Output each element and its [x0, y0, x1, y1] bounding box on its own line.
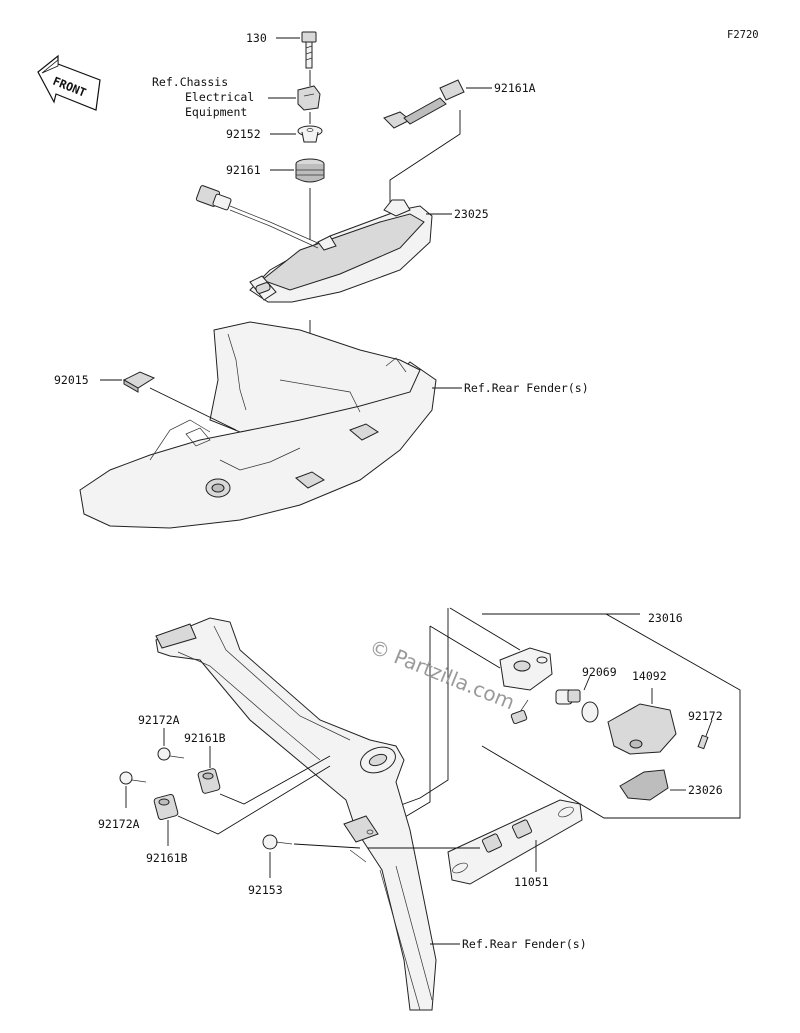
- bulb-92069: [567, 689, 599, 723]
- ref-chassis-line2: Electrical: [185, 90, 254, 104]
- front-arrow-icon: FRONT: [37, 54, 101, 111]
- pad-92015: [122, 371, 156, 393]
- screw-92172A-bot: [119, 771, 147, 785]
- grommet-92161: [295, 158, 325, 183]
- callout-92161B-bot: 92161B: [146, 851, 188, 865]
- screw-92172A-top: [157, 747, 185, 761]
- callout-92152: 92152: [226, 127, 261, 141]
- callout-ref-rear-fender-bot: Ref.Rear Fender(s): [462, 937, 587, 951]
- callout-92161: 92161: [226, 163, 261, 177]
- callout-92161B-top: 92161B: [184, 731, 226, 745]
- callout-92172A-top: 92172A: [138, 713, 180, 727]
- callout-92172A-bot: 92172A: [98, 817, 140, 831]
- callout-92069: 92069: [582, 665, 617, 679]
- strap-92161A: [383, 79, 465, 129]
- callout-14092: 14092: [632, 669, 667, 683]
- screw-92172: [697, 734, 709, 750]
- callout-ref-rear-fender-top: Ref.Rear Fender(s): [464, 381, 589, 395]
- rear-fender-top: [79, 321, 437, 529]
- callout-92161A: 92161A: [494, 81, 536, 95]
- grommet-92161B-top: [197, 768, 221, 794]
- ref-chassis-line3: Equipment: [185, 105, 247, 119]
- callout-11051: 11051: [514, 875, 549, 889]
- tail-lamp-23025: [249, 199, 433, 303]
- bolt-92153: [262, 834, 293, 850]
- grommet-92161B-bot: [153, 793, 179, 821]
- ref-chassis-line1: Ref.Chassis: [152, 75, 228, 89]
- lens-14092: [607, 703, 677, 755]
- clip-nut: [297, 85, 321, 111]
- callout-130: 130: [246, 31, 267, 45]
- lamp-connector: [195, 185, 321, 249]
- license-bracket: [155, 617, 437, 1011]
- callout-23016: 23016: [648, 611, 683, 625]
- bolt-130: [301, 31, 317, 69]
- callout-92015: 92015: [54, 373, 89, 387]
- gasket-23026: [619, 769, 669, 801]
- callout-92172: 92172: [688, 709, 723, 723]
- license-lamp-23016: [499, 647, 573, 725]
- collar-92152: [297, 125, 323, 143]
- callout-23025: 23025: [454, 207, 489, 221]
- callout-92153: 92153: [248, 883, 283, 897]
- figure-code: F2720: [727, 29, 759, 41]
- callout-23026: 23026: [688, 783, 723, 797]
- plate-bracket-11051: [447, 799, 583, 885]
- watermark: © Partzilla.com: [366, 634, 518, 714]
